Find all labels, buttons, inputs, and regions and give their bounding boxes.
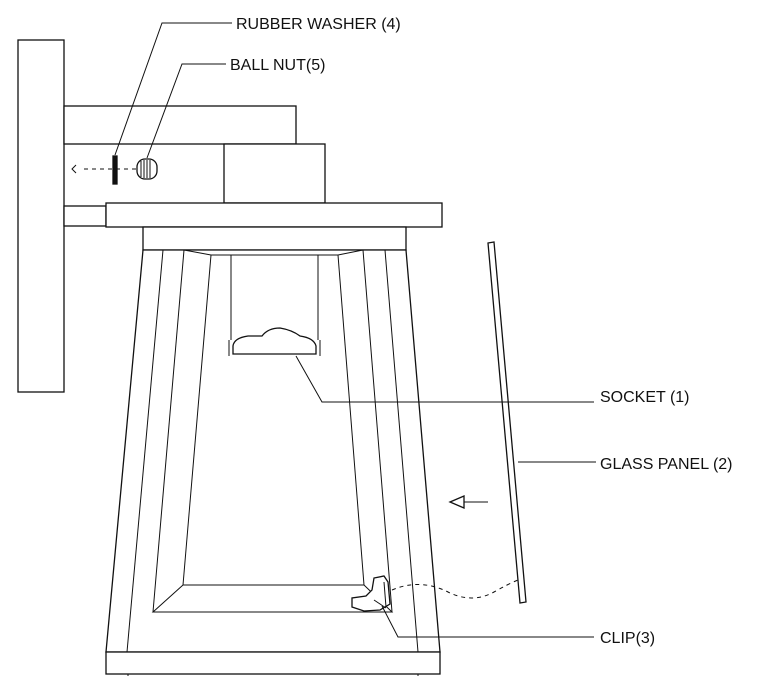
frame-top-inner-edge bbox=[183, 249, 364, 256]
rubber-washer-part bbox=[112, 155, 118, 185]
callout-socket: SOCKET (1) bbox=[600, 389, 690, 406]
wall-backplate bbox=[17, 39, 65, 393]
clip-to-glass-dashed-path bbox=[391, 579, 519, 599]
leader-ball-nut bbox=[146, 63, 226, 159]
frame-left-inner-2 bbox=[152, 249, 185, 613]
frame-left-inner-3 bbox=[182, 254, 212, 586]
callout-rubber-washer: RUBBER WASHER (4) bbox=[236, 16, 401, 33]
callout-glass-panel: GLASS PANEL (2) bbox=[600, 456, 733, 473]
frame-right-inner-1 bbox=[384, 249, 419, 653]
callout-clip: CLIP(3) bbox=[600, 630, 655, 647]
socket-part bbox=[228, 255, 321, 356]
insert-direction-arrow-icon bbox=[448, 495, 488, 509]
clip-part bbox=[351, 575, 391, 612]
frame-left-inner-1 bbox=[126, 249, 164, 653]
leader-rubber-washer bbox=[114, 22, 232, 156]
top-collar bbox=[142, 226, 407, 251]
ball-nut-part bbox=[136, 158, 158, 180]
top-cap-plate bbox=[105, 202, 443, 228]
leader-socket bbox=[295, 355, 594, 403]
callout-ball-nut: BALL NUT(5) bbox=[230, 57, 325, 74]
base-plate bbox=[105, 651, 441, 675]
junction-body bbox=[223, 143, 326, 204]
lower-mounting-arm bbox=[63, 205, 107, 227]
leader-clip bbox=[381, 605, 594, 638]
frame-bottom-inner-edge bbox=[151, 584, 394, 613]
glass-panel-part bbox=[487, 241, 527, 604]
frame-right-inner-3 bbox=[337, 254, 365, 586]
frame-right-inner-2 bbox=[362, 249, 393, 613]
upper-mounting-arm bbox=[63, 105, 297, 145]
install-arrow-tip bbox=[71, 164, 77, 174]
